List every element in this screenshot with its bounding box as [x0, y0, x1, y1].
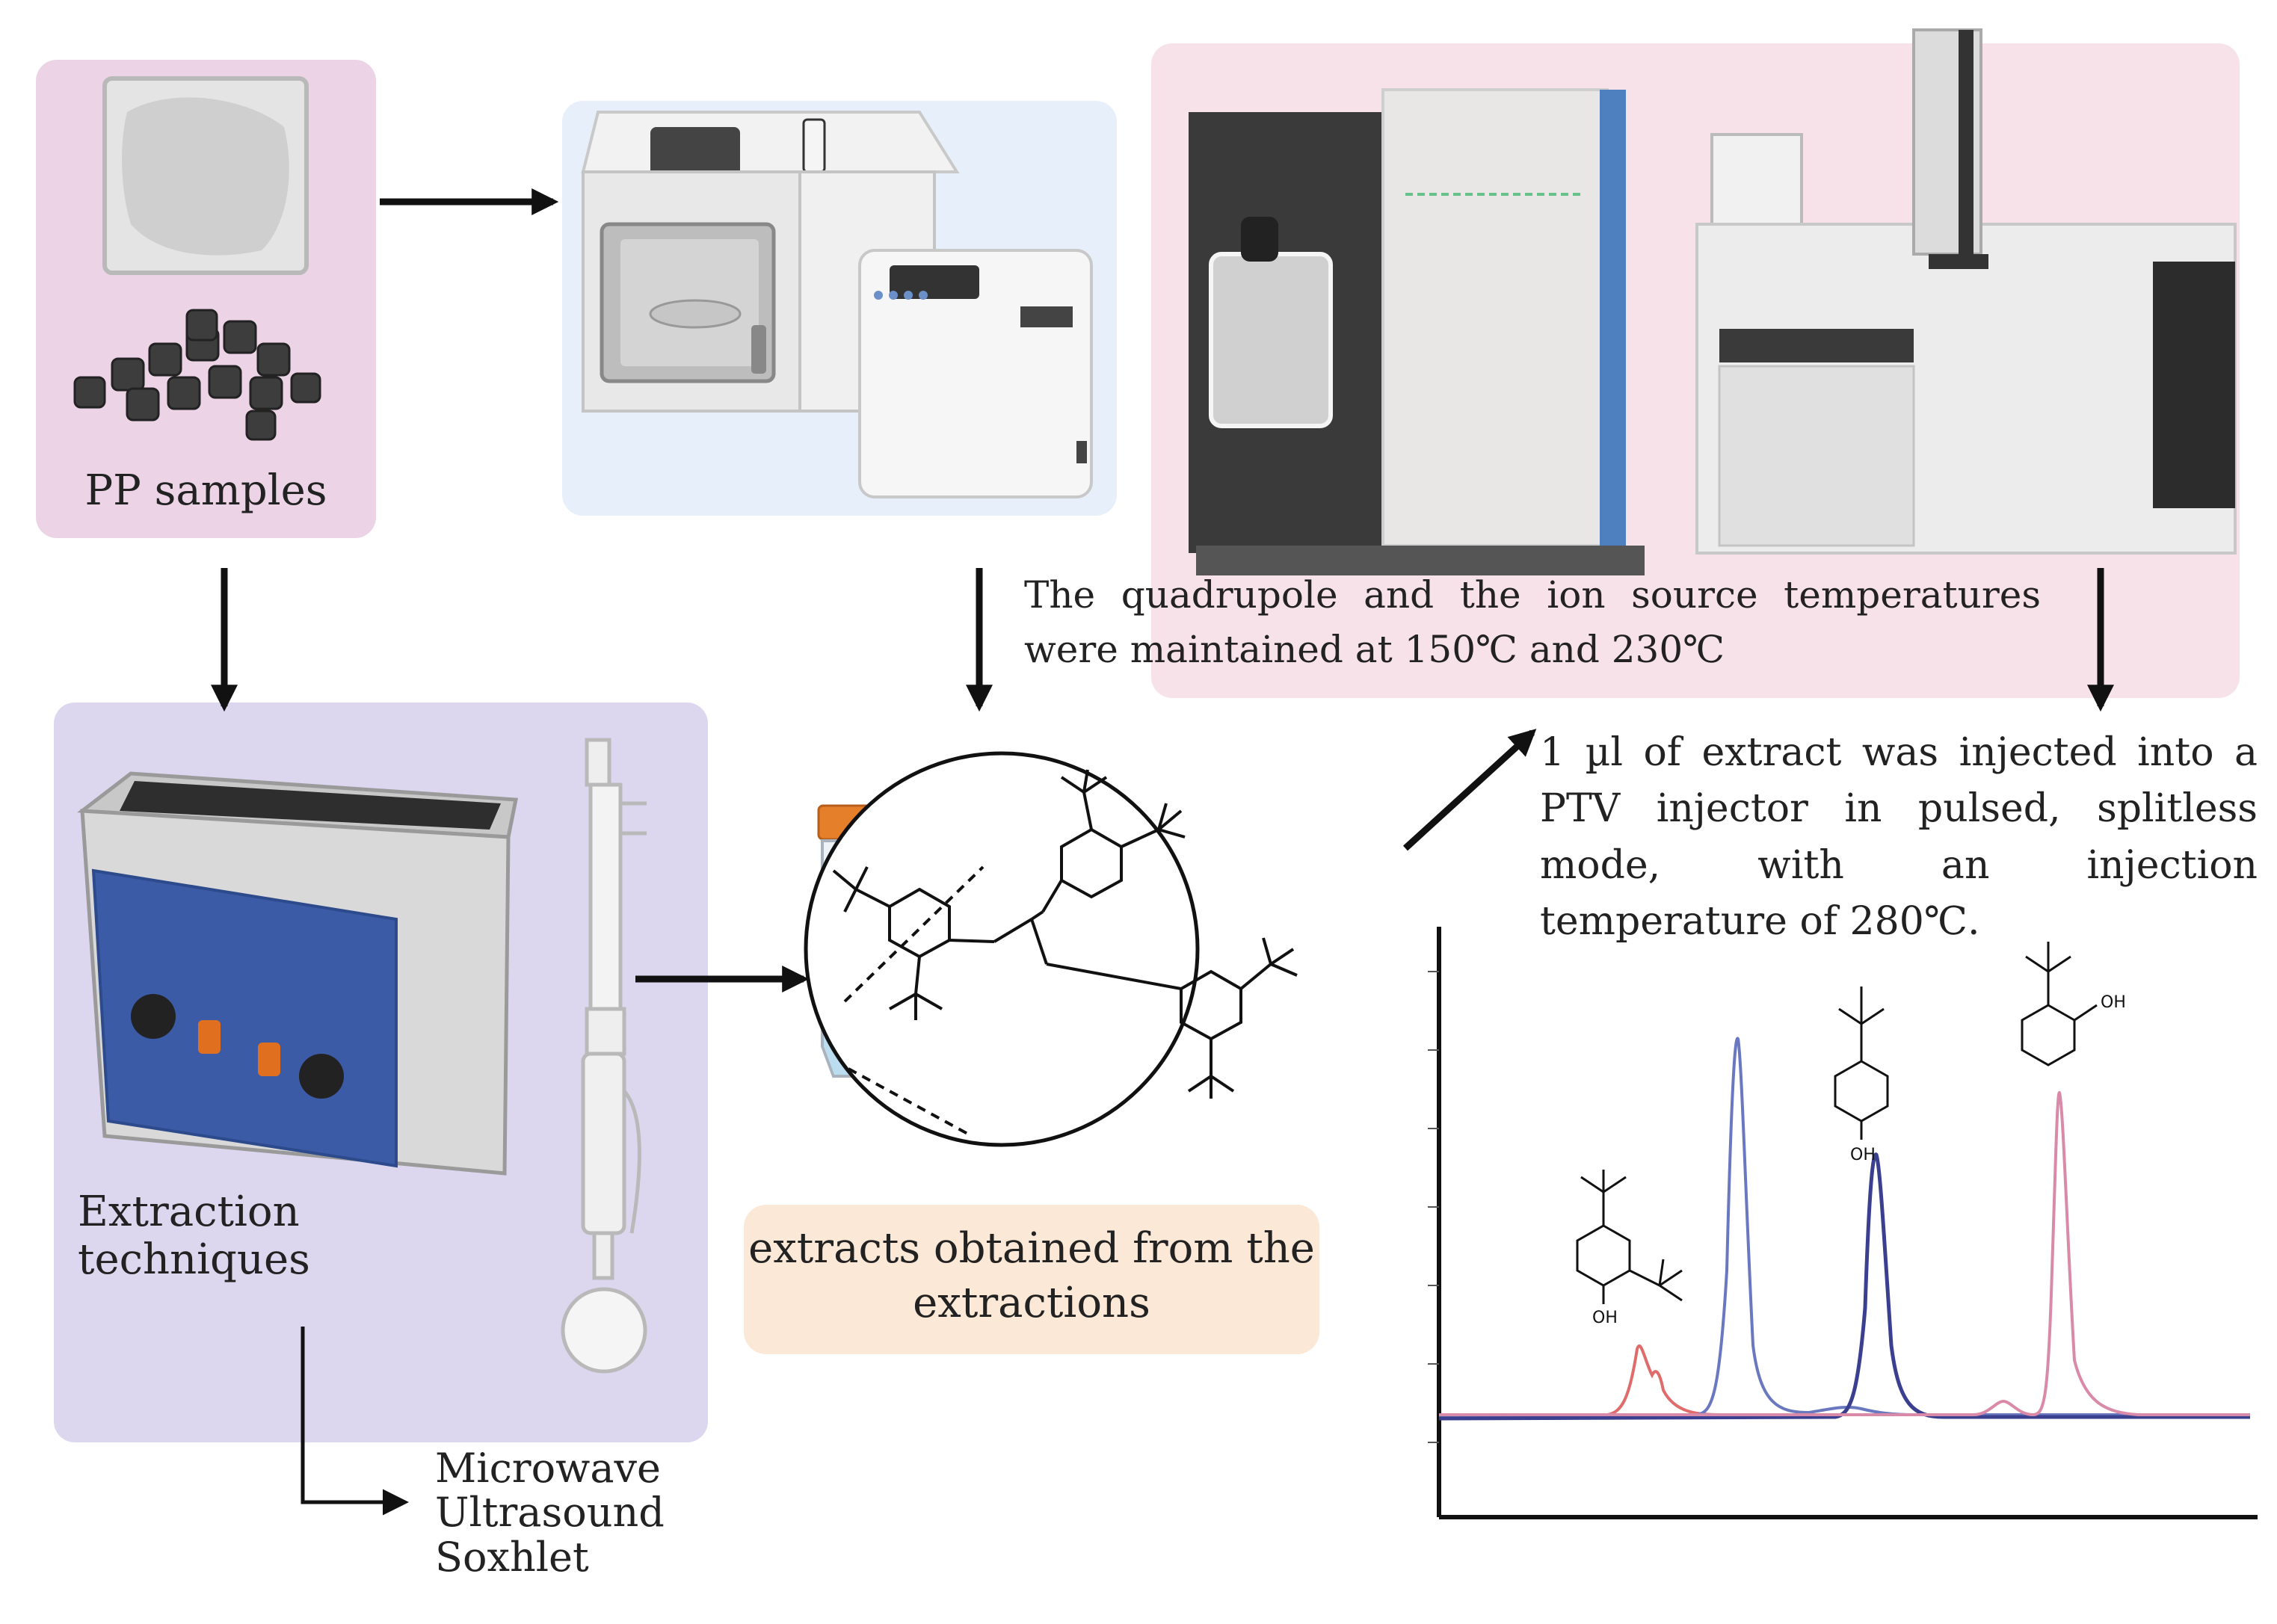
pp-sheet-icon: [102, 76, 309, 275]
extraction-methods-list: Microwave Ultrasound Soxhlet: [435, 1445, 665, 1581]
extraction-techniques-label: Extraction techniques: [78, 1188, 310, 1285]
trace-blue: [1438, 1037, 2250, 1418]
microwave-extractor-icon: [581, 111, 1093, 498]
method-ultrasound: Ultrasound: [435, 1489, 665, 1537]
extracts-panel: [744, 1205, 1319, 1354]
pp-samples-label: PP samples: [84, 466, 327, 515]
arrow-to-methods: [301, 1327, 409, 1516]
chromatogram: [1428, 927, 2258, 1519]
method-soxhlet: Soxhlet: [435, 1533, 589, 1581]
2tbp-oh-label: OH: [2101, 993, 2126, 1012]
pp-pellets-icon: [73, 309, 321, 441]
phosphite-structure: [832, 769, 1298, 1099]
injection-note: 1 µl of extract was injected into a PTV …: [1540, 730, 2258, 945]
soxhlet-apparatus-icon: [561, 738, 647, 1374]
quadrupole-note: The quadrupole and the ion source temper…: [1024, 573, 2041, 671]
trace-navy: [1438, 1152, 2250, 1421]
gc-ms-instrument-icon: [1189, 28, 2237, 575]
trace-pink: [1439, 1090, 2250, 1417]
method-microwave: Microwave: [435, 1445, 662, 1492]
dtbp-structure: [1576, 1170, 1683, 1304]
arrow-to-injection: [1402, 729, 1537, 851]
dtbp-oh-label: OH: [1592, 1309, 1618, 1327]
2tbp-structure: [2021, 942, 2098, 1066]
zoom-connector-top: [843, 865, 985, 1003]
zoom-connector-bottom: [848, 1067, 973, 1137]
4tbp-oh-label: OH: [1850, 1146, 1876, 1164]
trace-red: [1438, 1344, 2250, 1418]
ultrasonic-bath-icon: [77, 771, 519, 1176]
extracts-label: extracts obtained from the extractions: [748, 1224, 1315, 1327]
molecule-zoom-circle: [804, 751, 1200, 1147]
4tbp-structure: [1834, 987, 1889, 1140]
